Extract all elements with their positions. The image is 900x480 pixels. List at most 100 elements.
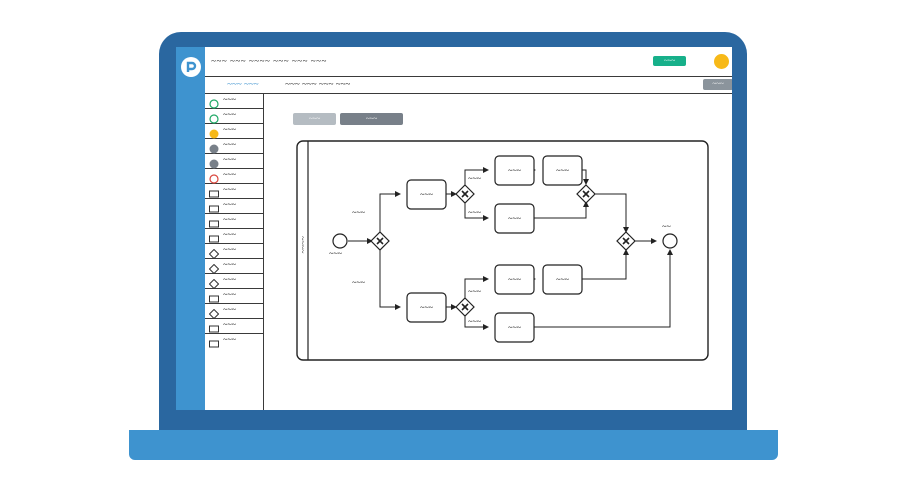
toolbar-button-a[interactable]: ~~~ (293, 113, 336, 125)
flow-gw-up (379, 191, 401, 233)
task-label: ~~~ (508, 275, 522, 284)
task-box[interactable]: ~~~ (406, 292, 447, 323)
breadcrumb-text: ~~~ ~~~ ~~~ ~~~ (285, 79, 351, 89)
end-event-icon (209, 171, 219, 189)
palette-item-label: ~~~ (223, 245, 236, 254)
message-event-icon (209, 156, 219, 174)
palette-item-label: ~~~ (223, 110, 236, 119)
palette-item[interactable]: ~~~ (205, 123, 263, 139)
flow-label: ~~~ (352, 208, 366, 217)
palette-item[interactable]: ~~~ (205, 108, 263, 124)
flow-gw-down (379, 249, 401, 310)
palette-item-label: ~~~ (223, 95, 236, 104)
palette-item[interactable]: ~~~ (205, 273, 263, 290)
palette-item[interactable]: ~~~ (205, 333, 263, 348)
sub-bar: ~~~ ~~~ ~~~ ~~~ ~~~ ~~~ ~~~ (205, 77, 732, 94)
bpmn-diagram[interactable]: ~~~~ ~~~ ~~ (296, 140, 709, 361)
task-label: ~~~ (420, 190, 434, 199)
task-box[interactable]: ~~~ (494, 203, 535, 234)
palette-item-label: ~~~ (223, 230, 236, 239)
task-box[interactable]: ~~~ (406, 179, 447, 210)
palette-item[interactable]: ~~~ (205, 288, 263, 304)
flow-label: ~~~ (468, 208, 482, 217)
palette-item-label: ~~~ (223, 215, 236, 224)
page-title: ~~~ ~~~ ~~~~ ~~~ ~~~ ~~~ (211, 56, 327, 66)
palette-item[interactable]: ~~~ (205, 138, 263, 154)
task-label: ~~~ (556, 275, 570, 284)
message-event-icon (209, 141, 219, 159)
task-icon (209, 321, 219, 339)
palette-item[interactable]: ~~~ (205, 168, 263, 184)
flow-label: ~~~ (468, 174, 482, 183)
task-box[interactable]: ~~~ (494, 312, 535, 343)
flow-gw-b1 (464, 276, 489, 299)
task-icon (209, 216, 219, 234)
palette-item[interactable]: ~~~ (205, 213, 263, 229)
gateway-icon (208, 306, 220, 324)
palette-item-label: ~~~ (223, 320, 236, 329)
gateway-split-upper[interactable] (455, 184, 475, 204)
gateway-icon (208, 246, 220, 264)
app-window: ~~~ ~~~ ~~~~ ~~~ ~~~ ~~~ ~~~ ~~~ ~~~ ~~~… (176, 47, 732, 410)
palette-item-label: ~~~ (223, 170, 236, 179)
end-event[interactable] (662, 233, 678, 249)
secondary-button[interactable]: ~~~ (703, 79, 732, 90)
flow-label: ~~~ (468, 287, 482, 296)
palette-item[interactable]: ~~~ (205, 153, 263, 169)
breadcrumb-link[interactable]: ~~~ ~~~ (227, 79, 259, 89)
intermediate-event-icon (209, 126, 219, 144)
task-box[interactable]: ~~~ (494, 264, 535, 295)
side-rail (176, 47, 205, 410)
task-box[interactable]: ~~~ (542, 264, 583, 295)
palette-item[interactable]: ~~~ (205, 93, 263, 109)
laptop-base (129, 430, 778, 460)
start-event-icon (209, 111, 219, 129)
palette-item-label: ~~~ (223, 140, 236, 149)
flow-b3-final (575, 249, 629, 280)
palette-item[interactable]: ~~~ (205, 198, 263, 214)
primary-action-button[interactable]: ~~~ (653, 56, 686, 66)
gateway-split-main[interactable] (370, 231, 390, 251)
start-event-icon (209, 96, 219, 114)
pool-label: ~~~~ (298, 236, 307, 254)
gateway-split-lower[interactable] (455, 297, 475, 317)
task-icon (209, 336, 219, 354)
palette-item-label: ~~~ (223, 185, 236, 194)
task-label: ~~~ (508, 166, 522, 175)
end-event-label: ~~ (662, 222, 671, 231)
toolbar-button-b[interactable]: ~~~ (340, 113, 403, 125)
task-box[interactable]: ~~~ (494, 155, 535, 186)
start-event[interactable] (332, 233, 348, 249)
shape-palette: ~~~~~~~~~~~~~~~~~~~~~~~~~~~~~~~~~~~~~~~~… (205, 93, 264, 410)
task-icon (209, 291, 219, 309)
palette-item-label: ~~~ (223, 275, 236, 284)
logo-icon[interactable] (181, 57, 201, 77)
gateway-merge-final[interactable] (616, 231, 636, 251)
palette-item[interactable]: ~~~ (205, 258, 263, 275)
task-label: ~~~ (556, 166, 570, 175)
gateway-icon (208, 261, 220, 279)
task-label: ~~~ (508, 214, 522, 223)
avatar[interactable] (714, 54, 729, 69)
task-icon (209, 231, 219, 249)
flow-b2-end (527, 249, 673, 328)
gateway-icon (208, 276, 220, 294)
palette-item[interactable]: ~~~ (205, 228, 263, 244)
flow-gw-b2 (464, 315, 489, 330)
task-icon (209, 201, 219, 219)
top-bar: ~~~ ~~~ ~~~~ ~~~ ~~~ ~~~ ~~~ (205, 47, 732, 77)
flow-a2-merge (527, 201, 589, 219)
start-event-label: ~~~ (329, 249, 343, 258)
task-label: ~~~ (420, 303, 434, 312)
task-box[interactable]: ~~~ (542, 155, 583, 186)
palette-item[interactable]: ~~~ (205, 318, 263, 334)
palette-item-label: ~~~ (223, 305, 236, 314)
palette-item[interactable]: ~~~ (205, 243, 263, 260)
flow-gw-a1 (464, 167, 489, 186)
task-label: ~~~ (508, 323, 522, 332)
palette-item[interactable]: ~~~ (205, 303, 263, 320)
palette-item[interactable]: ~~~ (205, 183, 263, 199)
palette-item-label: ~~~ (223, 155, 236, 164)
flow-merge-final (594, 193, 629, 233)
gateway-merge-upper[interactable] (576, 184, 596, 204)
